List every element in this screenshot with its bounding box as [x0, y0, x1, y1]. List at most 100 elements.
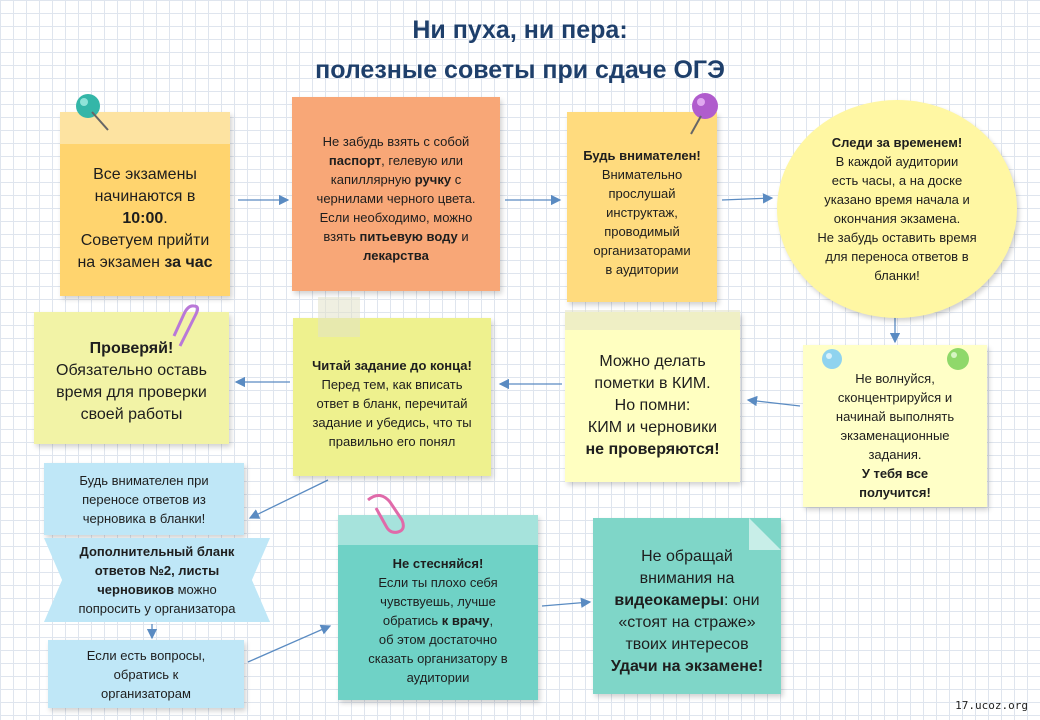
attentive-text-2: прослушай [608, 185, 676, 201]
questions-text-1: Если есть вопросы, [86, 647, 206, 663]
extra-blank-bold-1: Дополнительный бланк [79, 544, 235, 559]
calm-bold-1: У тебя все [861, 465, 929, 481]
calm-text-2: сконцентрируйся и [837, 389, 953, 405]
documents-text-6: взять [323, 228, 360, 244]
read-task-text-4: правильно его понял [328, 433, 456, 449]
exam-start-text-4: Советуем прийти [80, 232, 210, 249]
note-shy-top [338, 515, 538, 545]
check-text-1: Обязательно оставь [56, 362, 207, 379]
calm-text-4: экзаменационные [840, 427, 950, 443]
paperclip-purple-icon [172, 304, 200, 347]
pushpin-teal-icon [76, 94, 109, 131]
pushpin-blue-icon [822, 349, 842, 369]
note-kim: Можно делать пометки в КИМ. Но помни: КИ… [565, 312, 740, 482]
documents-text-6c: и [457, 228, 469, 244]
exam-start-text-2: начинаются в [94, 188, 196, 205]
cameras-text-3: : они [724, 592, 760, 609]
attentive-text-4: проводимый [604, 223, 680, 239]
read-task-text-1: Перед тем, как вписать [321, 376, 463, 392]
time-text-6: для переноса ответов в [825, 249, 969, 264]
documents-water: питьевую воду [359, 228, 458, 244]
cameras-bold: видеокамеры [614, 592, 724, 609]
shy-doctor: к врачу [441, 613, 490, 628]
time-text-2: есть часы, а на доске [831, 173, 963, 188]
shy-text-1: Если ты плохо себя [378, 575, 498, 590]
attentive-text-5: организаторами [593, 242, 691, 258]
cameras-text-5: твоих интересов [625, 636, 749, 653]
kim-text-3: Но помни: [614, 397, 691, 414]
attentive-text-3: инструктаж, [606, 204, 678, 220]
cameras-text-4: «стоят на страже» [618, 614, 756, 631]
note-questions: Если есть вопросы, обратись к организато… [48, 640, 244, 708]
documents-medicine: лекарства [363, 247, 429, 263]
exam-start-text-5: на экзамен [77, 254, 165, 271]
watermark: 17.ucoz.org [955, 699, 1028, 712]
check-heading: Проверяй! [89, 340, 174, 357]
transfer-text-3: черновика в бланки! [82, 510, 206, 526]
exam-start-dot: . [163, 210, 168, 227]
check-text-3: своей работы [80, 406, 183, 423]
arrow-11 [541, 597, 592, 608]
documents-text-5: Если необходимо, можно [319, 209, 473, 225]
documents-text-2: , гелевую или [381, 152, 464, 168]
arrow-10 [247, 624, 332, 663]
transfer-text-2: переносе ответов из [82, 491, 206, 507]
shy-text-4: об этом достаточно [378, 632, 498, 647]
time-text-5: Не забудь оставить время [817, 230, 977, 245]
note-documents: Не забудь взять с собой паспорт, гелевую… [292, 97, 500, 291]
documents-passport: паспорт [328, 152, 382, 168]
shy-heading: Не стесняйся! [392, 556, 484, 571]
attentive-heading: Будь внимателен! [583, 147, 701, 163]
extra-blank-text-4: попросить у организатора [78, 601, 236, 616]
kim-text-1: Можно делать [599, 353, 706, 370]
extra-blank-bold-2: ответов №2, листы [94, 563, 220, 578]
kim-bold: не проверяются! [585, 441, 720, 458]
calm-bold-2: получится! [859, 484, 931, 500]
documents-text-3c: с [451, 171, 462, 187]
tape-kim [565, 310, 740, 330]
attentive-text-6: в аудитории [605, 261, 679, 277]
pushpin-green-icon [947, 348, 969, 370]
questions-text-3: организаторам [101, 685, 191, 701]
exam-start-text-1: Все экзамены [93, 166, 197, 183]
documents-text-3: капиллярную [330, 171, 415, 187]
documents-text-4: чернилами черного цвета. [316, 190, 476, 206]
read-task-text-3: задание и убедись, что ты [312, 414, 472, 430]
tape-read-task [318, 297, 360, 337]
calm-text-1: Не волнуйся, [855, 370, 935, 386]
shy-text-6: аудитории [406, 670, 470, 685]
read-task-heading: Читай задание до конца! [312, 357, 472, 373]
cameras-good-luck: Удачи на экзамене! [610, 658, 764, 675]
shy-text-3: обратись [382, 613, 442, 628]
note-time: Следи за временем! В каждой аудитории ес… [777, 100, 1017, 318]
documents-pen: ручку [414, 171, 452, 187]
extra-blank-text-3: можно [174, 582, 217, 597]
kim-text-2: пометки в КИМ. [594, 375, 711, 392]
note-calm: Не волнуйся, сконцентрируйся и начинай в… [803, 345, 987, 507]
time-text-3: указано время начала и [824, 192, 970, 207]
note-shy: Не стесняйся! Если ты плохо себя чувству… [338, 515, 538, 700]
shy-text-3c: , [489, 613, 494, 628]
exam-start-hour: за час [164, 254, 213, 271]
shy-text-2: чувствуешь, лучше [380, 594, 496, 609]
note-attentive: Будь внимателен! Внимательно прослушай и… [567, 112, 717, 302]
note-cameras: Не обращай внимания на видеокамеры: они … [593, 518, 781, 694]
title-line-2: полезные советы при сдаче ОГЭ [315, 56, 725, 84]
attentive-text-1: Внимательно [601, 166, 683, 182]
exam-start-time: 10:00 [122, 210, 164, 227]
cameras-text-1: Не обращай [641, 548, 733, 565]
questions-text-2: обратись к [113, 666, 179, 682]
read-task-text-2: ответ в бланк, перечитай [316, 395, 468, 411]
documents-text-1: Не забудь взять с собой [322, 133, 470, 149]
title-line-1: Ни пуха, ни пера: [412, 16, 628, 44]
time-text-7: бланки! [874, 268, 920, 283]
arrow-3 [721, 193, 774, 204]
calm-text-3: начинай выполнять [835, 408, 955, 424]
paperclip-pink-icon [367, 494, 405, 534]
note-read-task: Читай задание до конца! Перед тем, как в… [293, 318, 491, 476]
arrow-5 [746, 395, 801, 407]
pushpin-purple-icon [690, 93, 718, 135]
extra-blank-bold-3: черновиков [97, 582, 174, 597]
cameras-text-2: внимания на [639, 570, 735, 587]
time-heading: Следи за временем! [831, 135, 963, 150]
